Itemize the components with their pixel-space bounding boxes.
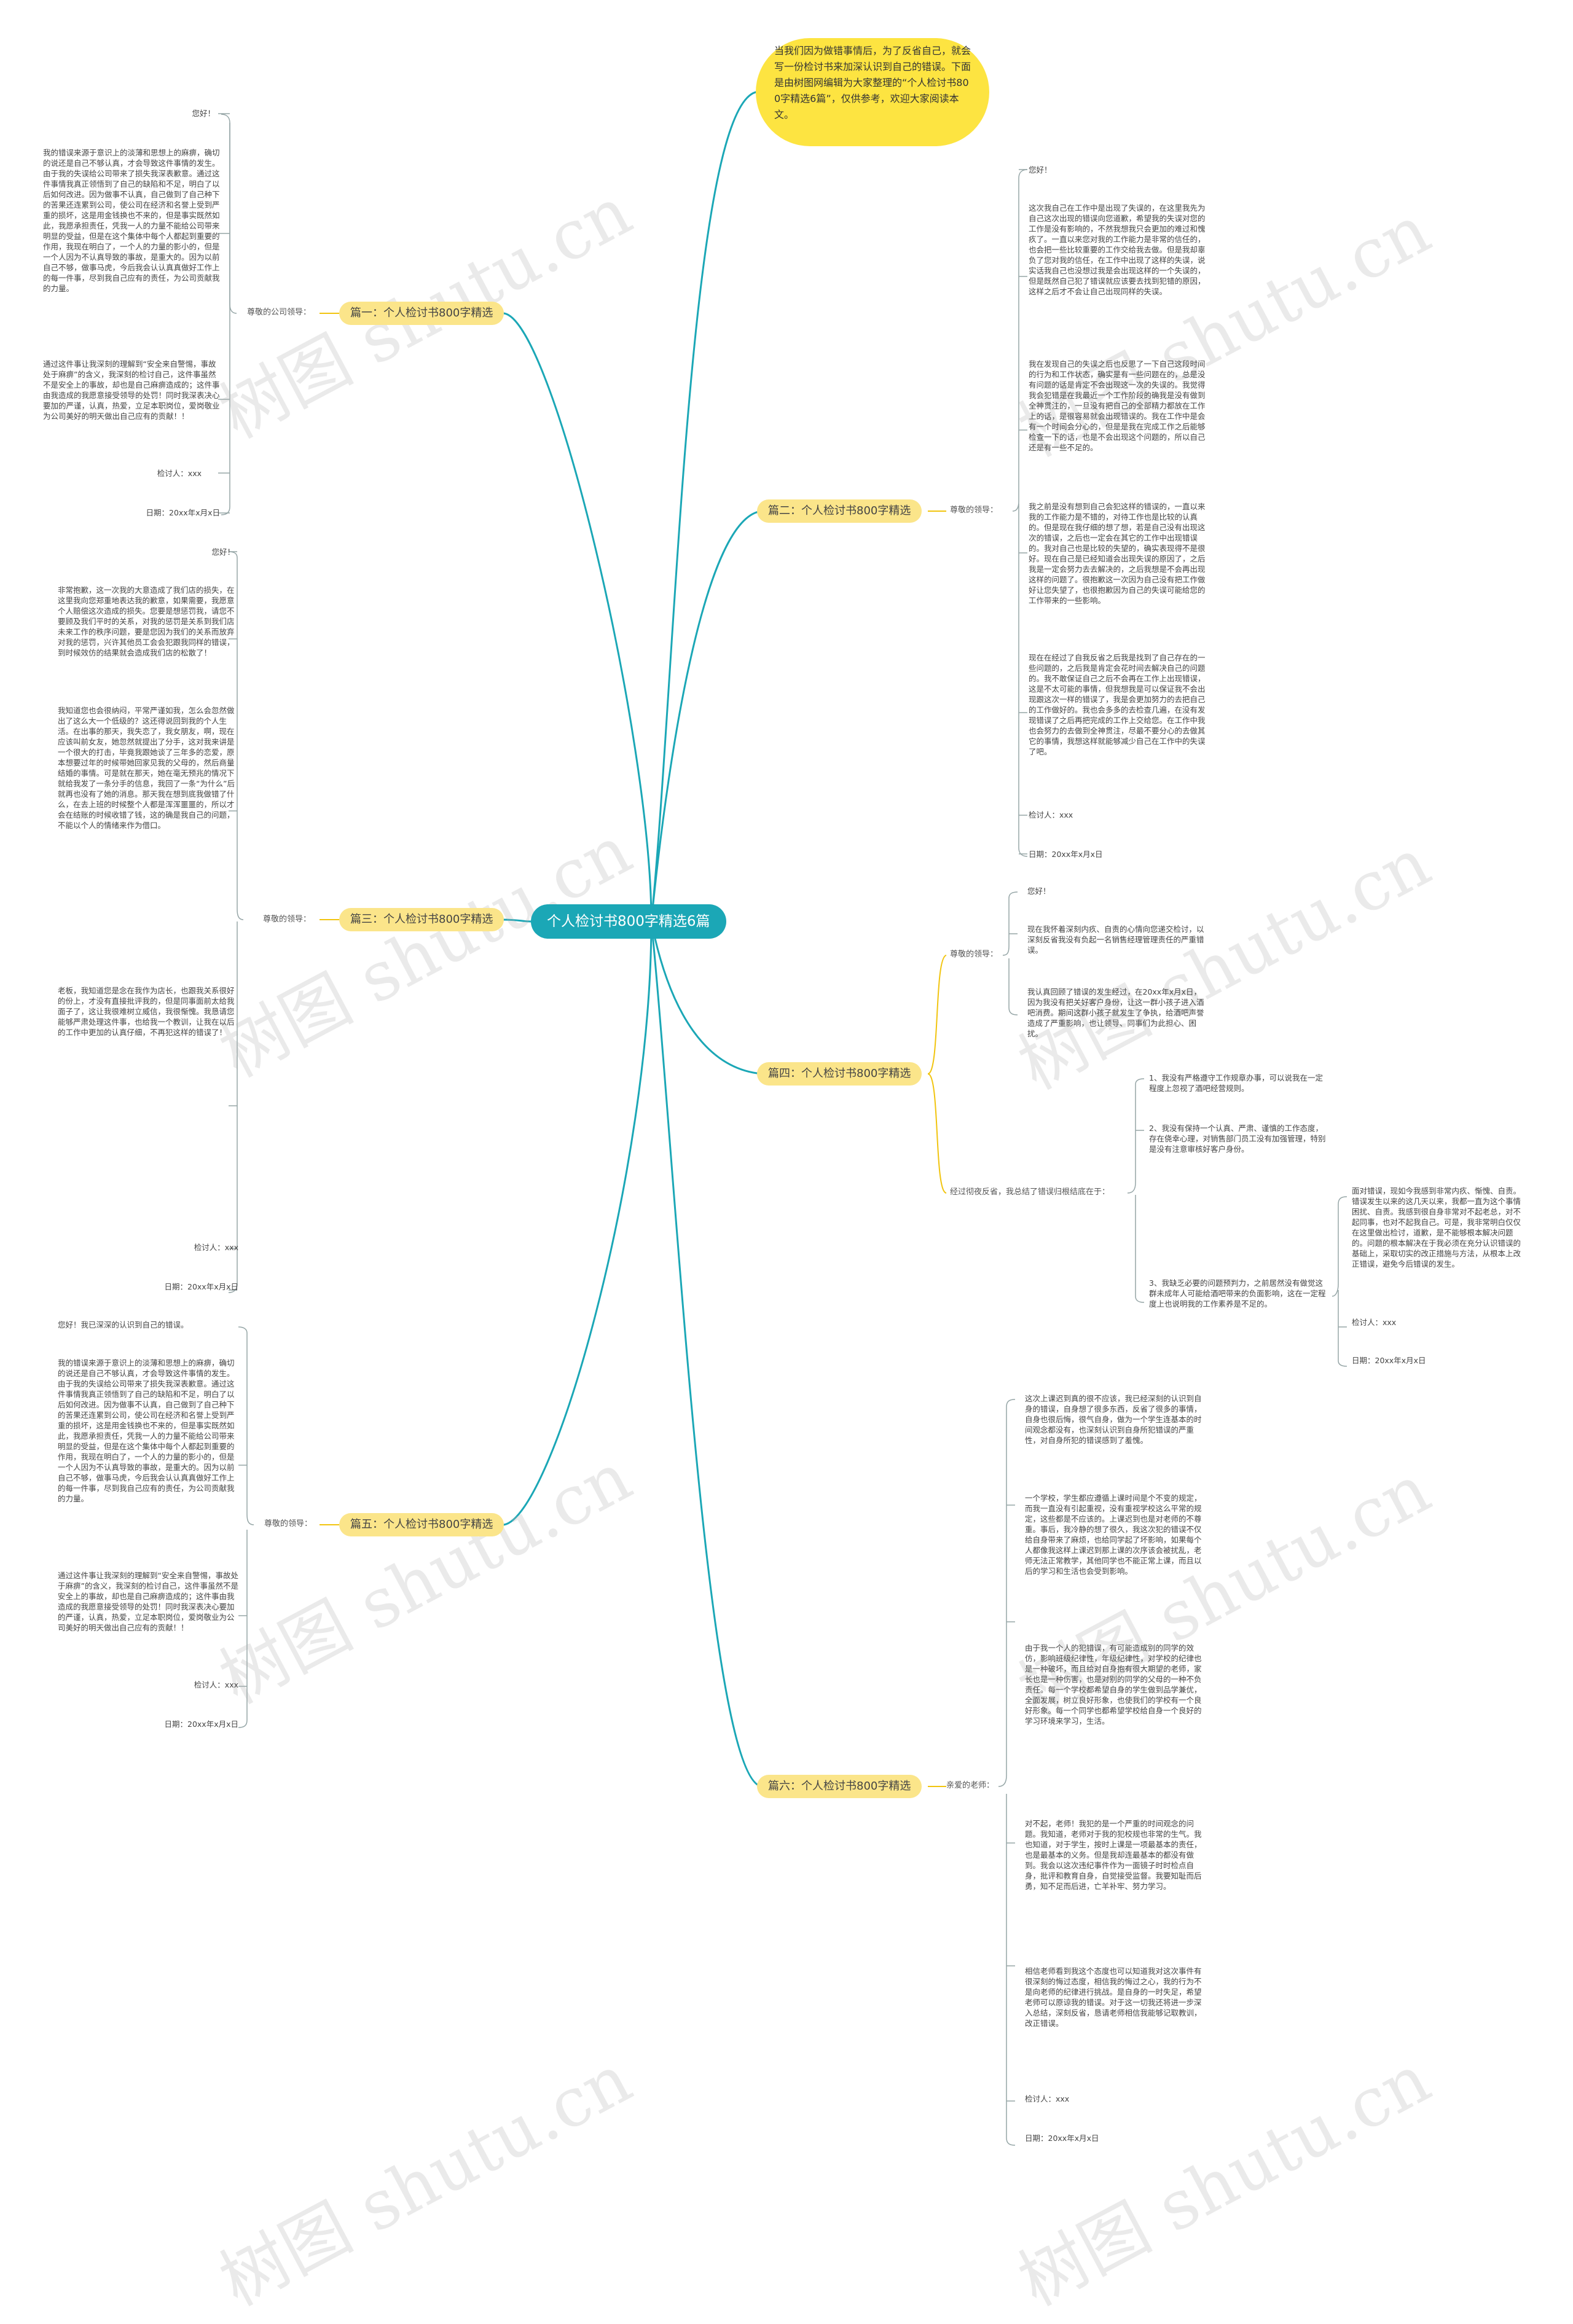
branch-2-text: 您好！	[1029, 165, 1052, 174]
branch-1-text: 日期：20xx年x月x日	[146, 508, 221, 517]
branch-4-text: 1、我没有严格遵守工作规章办事，可以说我在一定程度上忽视了酒吧经营规则。	[1149, 1073, 1323, 1093]
branch-2-text: 检讨人：xxx	[1029, 810, 1073, 820]
branch-3-label: 尊敬的领导：	[263, 915, 312, 924]
branch-5-text: 检讨人：xxx	[194, 1680, 238, 1689]
branch-5-text: 我的错误来源于意识上的淡薄和思想上的麻痹，确切的说还是自己不够认真，才会导致这件…	[58, 1358, 235, 1503]
branch-3-text: 老板，我知道您是念在我作为店长，也跟我关系很好的份上，才没有直接批评我的，但是同…	[58, 986, 235, 1037]
branch-4-label: 尊敬的领导：	[950, 950, 998, 959]
branch-6-text: 相信老师看到我这个态度也可以知道我对这次事件有很深刻的悔过态度，相信我的悔过之心…	[1025, 1966, 1202, 2028]
branch-6-text: 由于我一个人的犯错误，有可能造成别的同学的效仿，影响班级纪律性，年级纪律性，对学…	[1025, 1643, 1202, 1726]
branch-5-text: 您好！我已深深的认识到自己的错误。	[58, 1320, 189, 1329]
branch-2-text: 日期：20xx年x月x日	[1029, 850, 1103, 859]
branch-2-label: 尊敬的领导：	[950, 506, 998, 515]
branch-1-text: 您好！	[192, 109, 215, 118]
branch-1-text: 检讨人：xxx	[157, 469, 202, 478]
branch-3-text: 日期：20xx年x月x日	[164, 1282, 239, 1291]
branch-4-text: 日期：20xx年x月x日	[1352, 1356, 1426, 1365]
branch-4-text: 3、我缺乏必要的问题预判力，之前居然没有做觉这群未成年人可能给酒吧带来的负面影响…	[1149, 1278, 1326, 1309]
branch-4-text: 检讨人：xxx	[1352, 1318, 1397, 1327]
branch-4-text: 我认真回顾了错误的发生经过，在20xx年x月x日，因为我没有把关好客户身份，让这…	[1027, 987, 1204, 1038]
branch-1-text: 通过这件事让我深刻的理解到“安全来自警惕，事故处于麻痹”的含义，我深刻的检讨自己…	[43, 359, 220, 421]
link-root-b2	[650, 510, 763, 923]
link-root-b3	[500, 918, 532, 923]
link-root-intro	[650, 91, 757, 923]
branch-2-text: 现在在经过了自我反省之后我是找到了自己存在的一些问题的，之后我是肯定会花时间去解…	[1029, 653, 1206, 756]
branch-6-label: 亲爱的老师：	[946, 1781, 995, 1790]
branch-5-text: 通过这件事让我深刻的理解到“安全来自警惕，事故处于麻痹”的含义，我深刻的检讨自己…	[58, 1571, 238, 1632]
branch-3-text: 您好！	[211, 547, 235, 557]
branch-2-text: 我在发现自己的失误之后也反思了一下自己这段时间的行为和工作状态，确实是有一些问题…	[1029, 359, 1206, 452]
branch-6-text: 检讨人：xxx	[1025, 2094, 1070, 2103]
root-topic[interactable]: 个人检讨书800字精选6篇	[531, 904, 726, 939]
connector-lines	[218, 91, 1347, 2146]
branch-6-text: 对不起，老师！我犯的是一个严重的时间观念的问题。我知道，老师对于我的犯校规也非常…	[1025, 1819, 1202, 1891]
branch-2-text: 我之前是没有想到自己会犯这样的错误的，一直以来我的工作能力是不错的，对待工作也是…	[1029, 502, 1206, 605]
branch-1-text: 我的错误来源于意识上的淡薄和思想上的麻痹，确切的说还是自己不够认真，才会导致这件…	[43, 148, 220, 293]
branch-5-label: 尊敬的领导：	[264, 1519, 313, 1528]
branch-5-text: 日期：20xx年x月x日	[164, 1720, 239, 1729]
branch-4-text: 您好！	[1027, 886, 1051, 896]
branch-4-text: 2、我没有保持一个认真、严肃、谨慎的工作态度，存在侥幸心理，对销售部门员工没有加…	[1149, 1124, 1326, 1154]
link-root-b4	[650, 920, 763, 1075]
branch-4-text: 现在我怀着深刻内疚、自责的心情向您递交检讨，以深刻反省我没有负起一名销售经理管理…	[1027, 925, 1204, 955]
branch-6-text: 这次上课迟到真的很不应该，我已经深刻的认识到自身的错误，自身想了很多东西，反省了…	[1025, 1394, 1202, 1445]
branch-2[interactable]: 篇二：个人检讨书800字精选	[757, 499, 922, 523]
link-root-b1	[503, 312, 653, 923]
branch-4-label2: 经过彻夜反省，我总结了错误归根结底在于：	[950, 1187, 1110, 1197]
link-root-b5	[503, 920, 653, 1526]
branch-2-text: 这次我自己在工作中是出现了失误的，在这里我先为自己这次出现的错误向您道歉，希望我…	[1029, 203, 1206, 296]
branch-4-text: 面对错误，现如今我感到非常内疚、惭愧、自责。错误发生以来的这几天以来，我都一直为…	[1352, 1186, 1521, 1269]
branch-5[interactable]: 篇五：个人检讨书800字精选	[339, 1513, 504, 1536]
branch-6[interactable]: 篇六：个人检讨书800字精选	[757, 1775, 922, 1798]
branch-3[interactable]: 篇三：个人检讨书800字精选	[339, 908, 504, 931]
branch-3-text: 检讨人：xxx	[194, 1243, 238, 1252]
branch-6-text: 日期：20xx年x月x日	[1025, 2134, 1099, 2143]
branch-3-text: 我知道您也会很纳闷，平常严谨如我，怎么会忽然做出了这么大一个低级的？这还得说回到…	[58, 706, 235, 830]
branch-6-text: 一个学校，学生都应遵循上课时间是个不变的规定，而我一直没有引起重视，没有重视学校…	[1025, 1493, 1202, 1576]
branch-4[interactable]: 篇四：个人检讨书800字精选	[757, 1062, 922, 1086]
link-root-b6	[650, 920, 763, 1788]
intro-bubble[interactable]: 当我们因为做错事情后，为了反省自己，就会写一份检讨书来加深认识到自己的错误。下面…	[756, 38, 989, 146]
branch-3-text: 非常抱歉，这一次我的大意造成了我们店的损失，在这里我向您郑重地表达我的歉意，如果…	[58, 585, 235, 657]
branch-1[interactable]: 篇一：个人检讨书800字精选	[339, 302, 504, 325]
branch-1-label: 尊敬的公司领导：	[247, 308, 312, 317]
